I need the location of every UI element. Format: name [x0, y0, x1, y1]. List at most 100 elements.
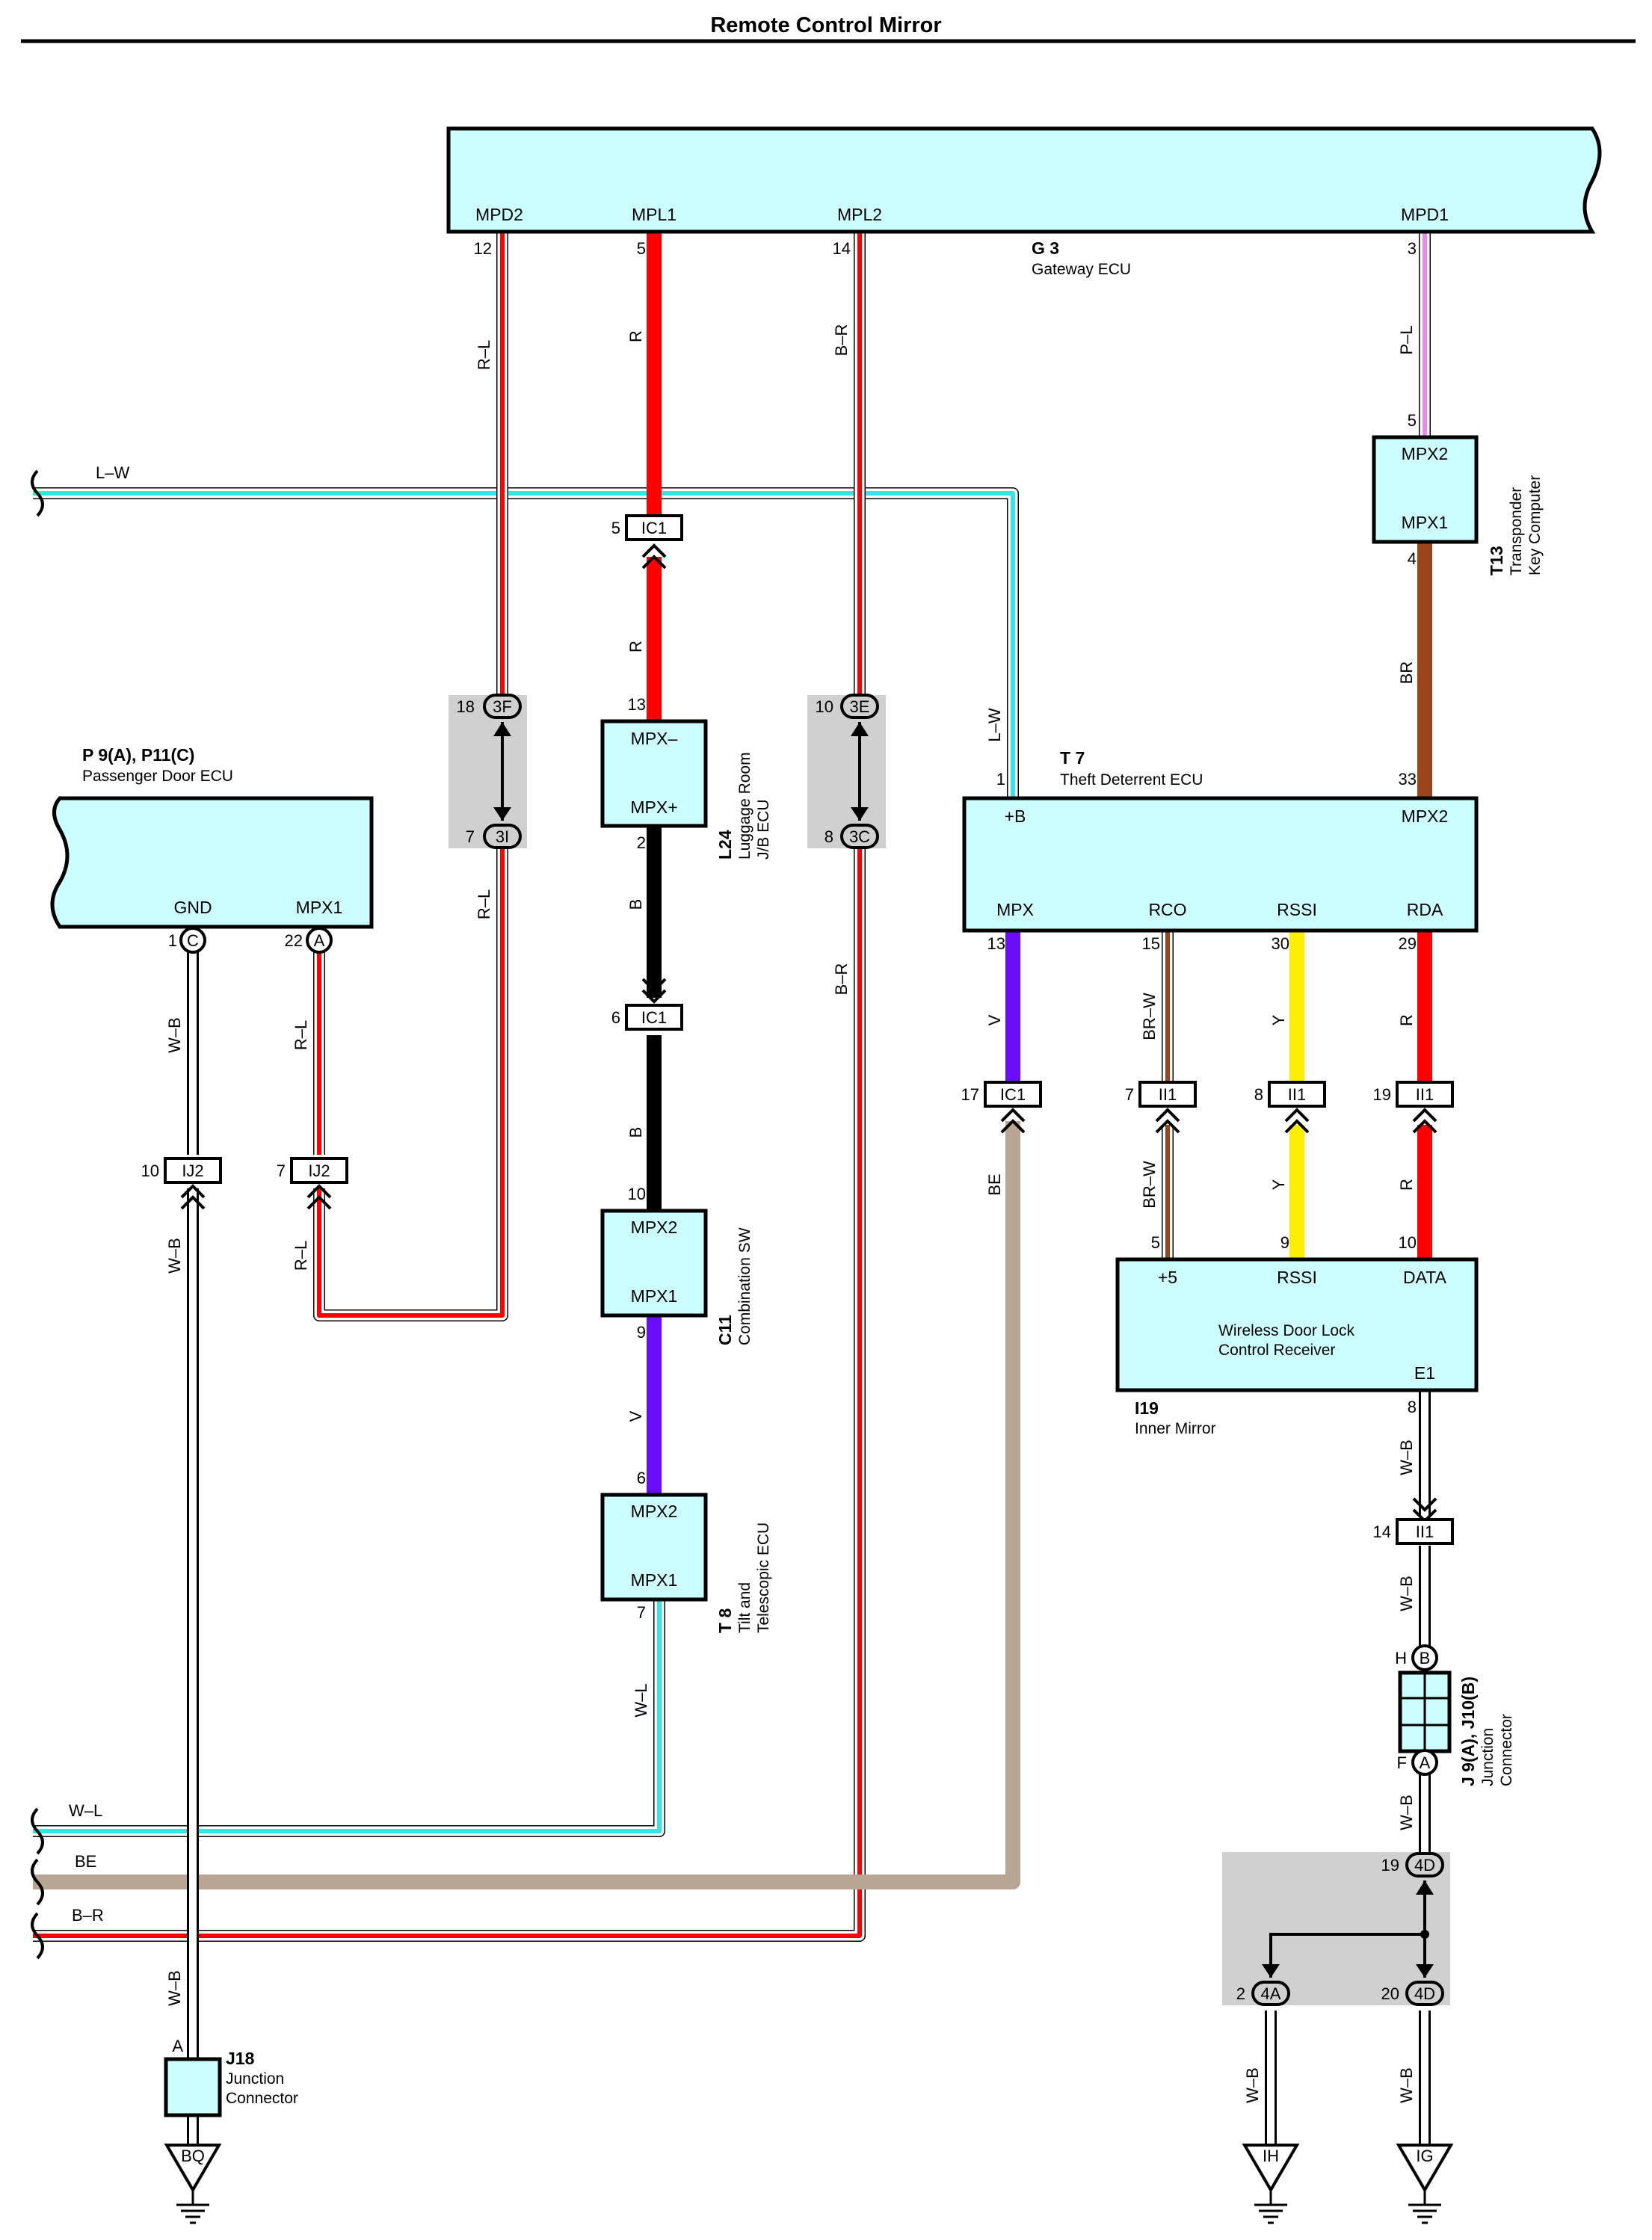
i19-term-plus5: +5 — [1158, 1268, 1177, 1287]
t7-term-rda: RDA — [1407, 900, 1443, 919]
l24-term-mpx-minus: MPX– — [631, 729, 678, 748]
pin-a-j18: A — [172, 2037, 183, 2055]
pin-2-l24: 2 — [637, 833, 646, 852]
passenger-door-ecu: P 9(A), P11(C) Passenger Door ECU GND MP… — [50, 745, 374, 929]
wl-wb-2: W–B — [165, 1238, 184, 1274]
t13-term-mpx1: MPX1 — [1402, 513, 1449, 532]
wl-wb-6: W–B — [165, 1970, 184, 2006]
pin-10-i19: 10 — [1399, 1233, 1417, 1252]
ii1-e1-label: II1 — [1416, 1522, 1434, 1541]
j9-conn-a: A — [1420, 1753, 1431, 1772]
diagram-title: Remote Control Mirror — [710, 13, 941, 37]
pin-2-4a: 2 — [1236, 1984, 1245, 2003]
wl-be-v: BE — [985, 1173, 1004, 1195]
connector-3i-label: 3I — [496, 827, 509, 846]
pin-h: H — [1395, 1649, 1407, 1667]
wl-rl-2: R–L — [475, 889, 493, 919]
ii1-rssi-label: II1 — [1288, 1085, 1306, 1104]
ground-ih-label: IH — [1263, 2147, 1279, 2165]
pin-numbers: 12 5 14 3 5 4 5 18 7 13 2 10 8 1 33 13 1… — [141, 239, 1417, 2055]
ground-ig-label: IG — [1416, 2147, 1433, 2165]
pin-15: 15 — [1142, 934, 1160, 953]
ii1-rco-label: II1 — [1159, 1085, 1177, 1104]
combination-switch: MPX2 MPX1 C11 Combination SW — [600, 1209, 753, 1345]
j9-name-2: Connector — [1498, 1714, 1515, 1786]
t7-name: Theft Deterrent ECU — [1060, 771, 1203, 789]
ground-bq-label: BQ — [181, 2147, 205, 2165]
l24-term-mpx-plus: MPX+ — [630, 797, 677, 817]
pin-5-i19: 5 — [1151, 1233, 1160, 1252]
wl-wl-v: W–L — [632, 1683, 650, 1717]
wl-b-2: B — [626, 1127, 645, 1138]
p9-conn-c: C — [187, 931, 199, 950]
t13-ref: T13 — [1487, 546, 1506, 576]
ground-ig: IG — [1396, 2144, 1454, 2224]
inline-connectors: IC1 IC1 IC1 II1 II1 II1 II1 IJ2 IJ2 — [164, 514, 1454, 1545]
wl-wb-ih: W–B — [1243, 2067, 1262, 2103]
pin-9-i19: 9 — [1280, 1233, 1289, 1252]
pin-8-i19: 8 — [1408, 1398, 1417, 1416]
p9-ref: P 9(A), P11(C) — [82, 745, 194, 765]
pin-18: 18 — [457, 697, 475, 716]
wl-v-c11: V — [626, 1410, 645, 1422]
inner-mirror: +5 RSSI DATA E1 Wireless Door Lock Contr… — [1115, 1257, 1479, 1437]
wl-br-2: B–R — [832, 963, 851, 996]
g3-term-mpd1: MPD1 — [1401, 205, 1449, 224]
i19-inner-2: Control Receiver — [1218, 1342, 1335, 1359]
wires — [33, 230, 1432, 2145]
connector-3e-3c: 3E 3C — [807, 694, 886, 849]
pin-8-ii1: 8 — [1254, 1085, 1263, 1104]
wire-br — [33, 230, 866, 1942]
wire-wl — [33, 1599, 665, 1837]
wl-brn: BR — [1397, 661, 1416, 685]
luggage-room-jb-ecu: MPX– MPX+ L24 Luggage Room J/B ECU — [600, 719, 772, 860]
j9-name-1: Junction — [1479, 1728, 1497, 1786]
j18-name-1: Junction — [226, 2070, 284, 2088]
pin-3: 3 — [1408, 239, 1417, 258]
i19-term-data: DATA — [1403, 1268, 1447, 1287]
i19-inner-1: Wireless Door Lock — [1218, 1322, 1355, 1339]
wl-rl-1: R–L — [475, 340, 493, 370]
p9-term-gnd: GND — [173, 898, 212, 917]
wl-brw-2: BR–W — [1140, 1161, 1159, 1209]
wl-r-4: R — [1397, 1179, 1416, 1191]
l24-ref: L24 — [715, 830, 735, 860]
pin-7-3i: 7 — [466, 827, 475, 846]
t7-term-rco: RCO — [1148, 900, 1186, 919]
t7-term-mpx2: MPX2 — [1402, 806, 1449, 826]
circle-connectors: C A B A — [179, 927, 1438, 1776]
wl-wb-3: W–B — [1397, 1440, 1416, 1475]
pin-6-t8: 6 — [637, 1469, 646, 1487]
c11-name: Combination SW — [736, 1227, 753, 1345]
p9-term-mpx1: MPX1 — [296, 898, 343, 917]
pin-5-g3: 5 — [637, 239, 646, 258]
p9-name: Passenger Door ECU — [82, 768, 233, 785]
wl-r-2: R — [626, 641, 645, 652]
t7-term-mpx: MPX — [996, 900, 1034, 919]
pin-10-3e: 10 — [816, 697, 833, 716]
wl-y-1: Y — [1269, 1014, 1288, 1025]
wl-wb-4: W–B — [1397, 1576, 1416, 1611]
wl-rl-4: R–L — [292, 1241, 310, 1271]
pin-7-ij2: 7 — [277, 1161, 286, 1180]
junction-connector-j18: J18 Junction Connector — [164, 2049, 298, 2117]
wl-pl: P–L — [1397, 325, 1416, 354]
i19-term-rssi: RSSI — [1277, 1268, 1317, 1287]
wl-rl-3: R–L — [292, 1020, 310, 1050]
pin-14-ii1: 14 — [1373, 1522, 1391, 1541]
connector-3f-3i: 3F 3I — [449, 694, 527, 849]
t7-ref: T 7 — [1060, 748, 1085, 768]
wl-lw-h: L–W — [96, 463, 129, 482]
pin-13-t7: 13 — [987, 934, 1005, 953]
t7-term-plus-b: +B — [1005, 806, 1026, 826]
pin-14: 14 — [833, 239, 851, 258]
pin-f: F — [1397, 1753, 1407, 1772]
l24-name-1: Luggage Room — [736, 752, 753, 860]
pin-13-l24: 13 — [628, 695, 646, 714]
c11-ref: C11 — [715, 1315, 735, 1345]
pin-7-t8: 7 — [637, 1603, 646, 1622]
pin-6-ic1: 6 — [611, 1008, 620, 1027]
g3-term-mpd2: MPD2 — [475, 205, 523, 224]
ground-bq: BQ — [164, 2144, 222, 2224]
g3-term-mpl1: MPL1 — [632, 205, 676, 224]
